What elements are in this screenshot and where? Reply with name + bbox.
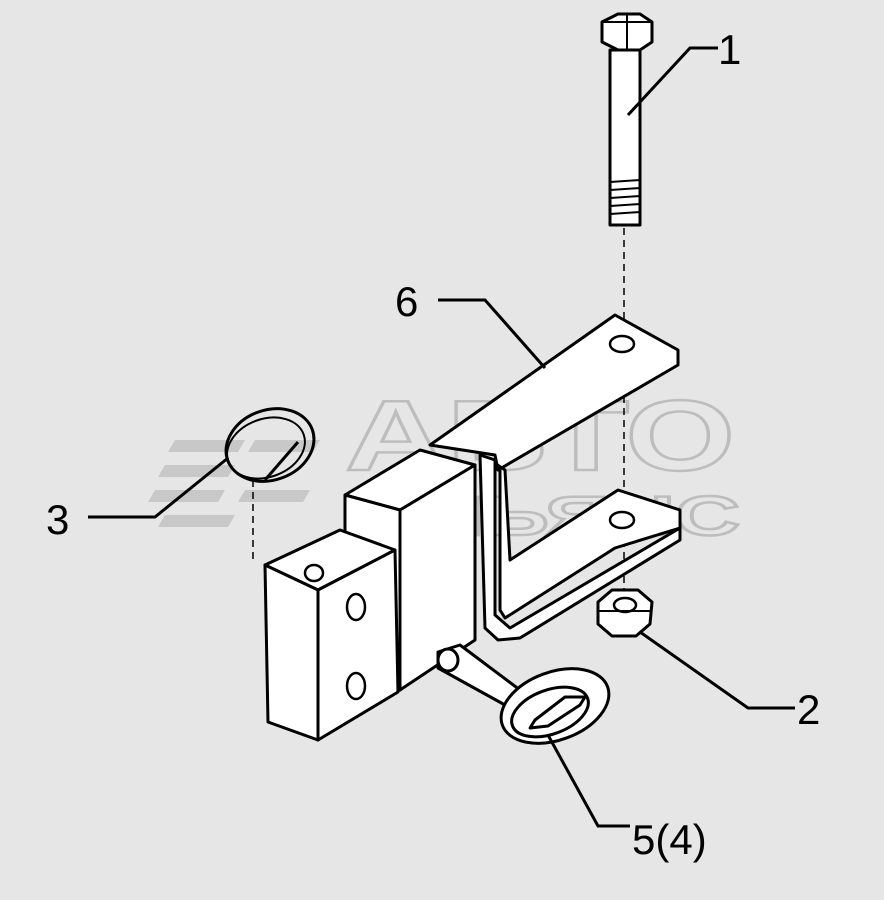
leader-line-1 (626, 46, 718, 117)
bolt-thread (609, 179, 641, 215)
bolt-part-1 (600, 12, 654, 227)
pin-part-5 (436, 643, 611, 745)
bracket-upper-hole (608, 334, 636, 354)
plate-upper-hole (345, 592, 367, 622)
pin-eye (499, 667, 611, 745)
spring-ring-part-3 (224, 407, 316, 483)
callout-label-1: 1 (718, 26, 741, 73)
nut-part-2 (596, 588, 654, 638)
bracket-part-6 (428, 313, 682, 642)
bracket-lower-hole (608, 510, 636, 530)
plate-top-hole (303, 563, 325, 583)
callout-label-2: 2 (797, 686, 820, 733)
leader-line-6 (438, 298, 547, 369)
plate-lower-hole (345, 671, 367, 701)
leader-line-2 (639, 630, 795, 710)
front-plate (263, 528, 400, 742)
watermark-logo-icon (148, 440, 320, 527)
leader-line-3 (88, 456, 229, 519)
leader-line-5 (546, 734, 630, 828)
callout-label-3: 3 (46, 496, 69, 543)
callout-label-5: 5(4) (632, 816, 707, 863)
callout-label-6: 6 (395, 278, 418, 325)
